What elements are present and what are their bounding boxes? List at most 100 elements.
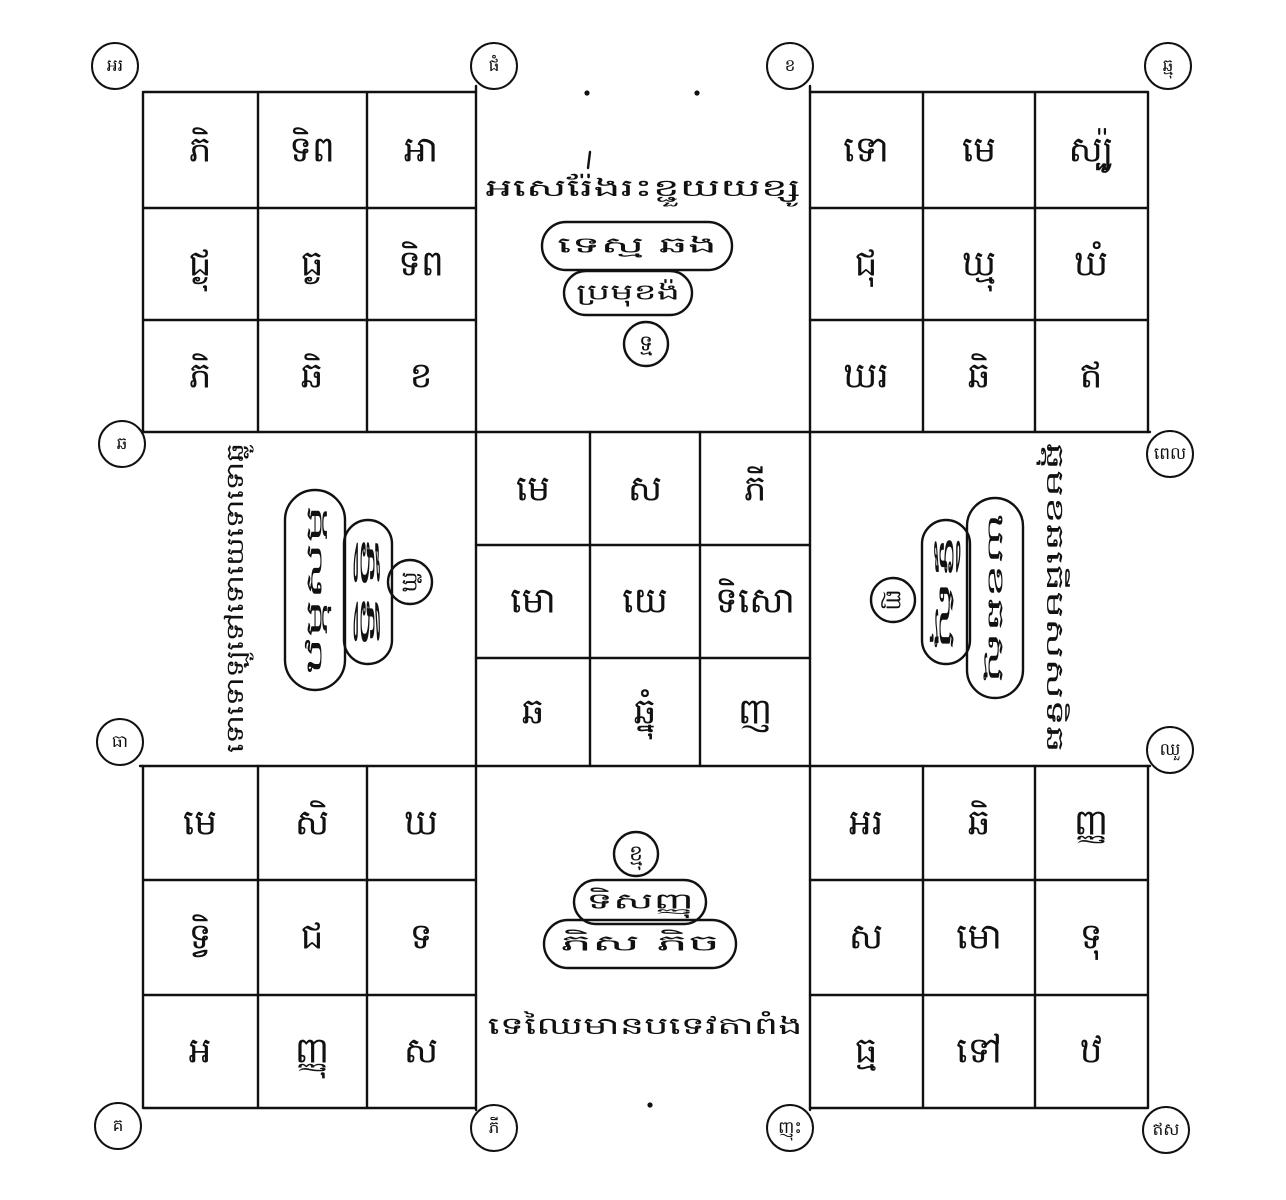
panel-right-oval-outer-text: ឃខឆស្ម: [983, 513, 1008, 683]
grid-bottom-left-cell: ញ្ញុ: [295, 1031, 329, 1079]
grid-top-left-cell: ភិ: [189, 127, 212, 171]
grid-center-cell: ញ: [738, 692, 772, 733]
grid-top-right-cell: ទោ: [843, 130, 889, 171]
corner-label-lower-right: ឈួ: [1160, 740, 1181, 761]
dot-mark: [584, 90, 590, 96]
panel-left-text-line: ទោទោឡូទៅទោយេទោទោឆ្លូ: [221, 443, 254, 753]
grid-bottom-right-lines: [808, 764, 1150, 1110]
panel-right-oval-inner-text: ទ្ធិស្មុ: [930, 533, 961, 651]
grid-bottom-left-cell: អ: [189, 1031, 212, 1072]
panel-left-oval-outer-text: ឋម្ភុសម្ភ: [303, 505, 332, 675]
grid-top-right-cell: ឆិ: [968, 353, 991, 397]
corner-circle-lower-left: [96, 718, 144, 766]
dot-mark: [647, 1102, 653, 1108]
grid-top-left-cell: ទិព: [289, 127, 335, 171]
panel-bottom-oval-outer-text: ភិស ភិច: [560, 930, 720, 957]
panel-left-oval-inner-text: ទ្វិទ្ធិ: [354, 533, 381, 651]
grid-top-right-cell: ស្ប៉ូ: [1069, 128, 1114, 174]
panel-bottom-circle: [612, 830, 660, 878]
grid-bottom-left-lines: [141, 764, 478, 1110]
grid-top-left-cell: អា: [404, 130, 438, 171]
grid-top-left-lines: [141, 90, 478, 434]
grid-top-left-cell: ភិ: [189, 353, 212, 397]
panel-bottom-oval-inner: [572, 878, 708, 926]
corner-label-upper-left: ឆ: [117, 434, 128, 454]
grid-bottom-right-cell: ឋ: [1080, 1031, 1103, 1072]
corner-circle-bottom-inner-right: [766, 1104, 814, 1152]
corner-circle-lower-right: [1146, 726, 1194, 774]
corner-circle-top-inner-left: [470, 42, 518, 90]
panel-right-circle: [869, 576, 917, 624]
panel-left-oval-inner: [342, 518, 394, 666]
grid-bottom-right-cell: ទុ: [1080, 917, 1103, 961]
panel-left-circle: [386, 558, 434, 606]
grid-top-right-cell: ឃំ: [1074, 241, 1108, 285]
corner-circle-top-inner-right: [766, 42, 814, 90]
grid-bottom-left-cell: ស: [404, 1031, 438, 1072]
grid-center-cell: ឆ្នុំ: [634, 689, 657, 740]
panel-right-oval-inner: [920, 518, 972, 666]
grid-center-cell: ស: [628, 469, 662, 510]
grid-center-cell: មេ: [516, 469, 550, 510]
grid-top-right-cell: ឃរ: [843, 356, 889, 397]
panel-bottom-text-line: ទេឈៃមានបទេវតាពំង: [488, 1011, 803, 1040]
grid-bottom-right-cell: អរ: [849, 803, 883, 844]
corner-label-top-left: អរ: [107, 56, 123, 76]
grid-top-left-cell: ទិព: [398, 241, 444, 285]
panel-top-oval-outer-text: ទេស្ម ឆង: [557, 234, 717, 259]
grid-top-right-cell: ជុ: [855, 244, 878, 288]
grid-bottom-left-cell: ទ្វិ: [189, 914, 212, 958]
corner-label-top-inner-right: ខ: [785, 56, 796, 76]
grid-bottom-left-cell: ឃ: [404, 803, 438, 844]
corner-label-top-inner-left: ផំ: [489, 54, 500, 76]
grid-bottom-left-cell: មេ: [183, 803, 217, 844]
grid-top-left-cell: ធ្ង: [301, 244, 324, 285]
grid-top-right-cell: មេ: [962, 130, 996, 171]
panel-top-oval-inner: [562, 269, 694, 317]
grid-bottom-right-cell: ឆិ: [968, 800, 991, 844]
panel-bottom-oval-inner-text: ទិសញ្ញុ: [586, 888, 694, 919]
dot-mark: [694, 90, 700, 96]
grid-top-left-cell: ខ: [410, 356, 433, 397]
corner-circle-top-left: [91, 42, 139, 90]
corner-label-bottom-right: ឥស: [1153, 1120, 1180, 1140]
grid-top-right-cell: ឃ្មុ: [962, 244, 996, 292]
panel-right-oval-outer: [965, 496, 1025, 700]
corner-label-upper-right: ពេល: [1154, 444, 1186, 464]
tick-mark: [586, 150, 592, 170]
panel-bottom-oval-outer: [542, 918, 738, 970]
grid-bottom-left-cell: ជ: [301, 917, 324, 958]
corner-circle-bottom-inner-left: [470, 1104, 518, 1152]
grid-top-left-cell: ជ្ងុ: [189, 244, 212, 292]
grid-center-cell: ទិសោ: [715, 578, 795, 622]
corner-circle-top-right: [1144, 42, 1192, 90]
grid-bottom-right-cell: ទៅ: [956, 1031, 1002, 1072]
corner-label-lower-left: ធា: [112, 732, 128, 752]
corner-circle-upper-left: [98, 420, 146, 468]
grid-center-cell: ឆ: [522, 692, 545, 733]
grid-center-lines: [474, 430, 812, 768]
panel-left-circle-text: ឃ្ល: [398, 572, 423, 593]
panel-bottom-circle-text: ខ្មុ: [629, 842, 643, 871]
panel-top-circle-text: ទ្ម: [639, 332, 653, 357]
grid-bottom-right-cell: ធ្ម: [855, 1031, 878, 1072]
grid-top-right-cell: ឥ: [1080, 356, 1103, 397]
corner-label-bottom-inner-right: ញុះ: [778, 1118, 802, 1141]
panel-top-oval-inner-text: ប្រមុខង៉: [576, 279, 680, 307]
grid-top-right-lines: [808, 90, 1150, 434]
panel-top-text-line: អសេរ៉ែងរះខ្ជួយយខ្សូ: [486, 173, 801, 207]
corner-circle-bottom-right: [1142, 1106, 1190, 1154]
corner-circle-bottom-left: [94, 1102, 142, 1150]
grid-center-cell: ភី: [744, 466, 767, 510]
grid-bottom-right-cell: មោ: [956, 917, 1002, 958]
grid-top-left-cell: ឆិ: [301, 353, 324, 397]
grid-bottom-right-cell: ញ្ញ: [1074, 803, 1108, 844]
grid-center-cell: មោ: [510, 581, 556, 622]
grid-bottom-left-cell: ទ: [410, 917, 433, 958]
panel-right-circle-text: ញ: [881, 590, 906, 611]
corner-label-top-right: ឆ្មុ: [1163, 56, 1174, 79]
grid-bottom-left-cell: សិ: [295, 800, 329, 844]
panel-top-circle: [622, 320, 670, 368]
